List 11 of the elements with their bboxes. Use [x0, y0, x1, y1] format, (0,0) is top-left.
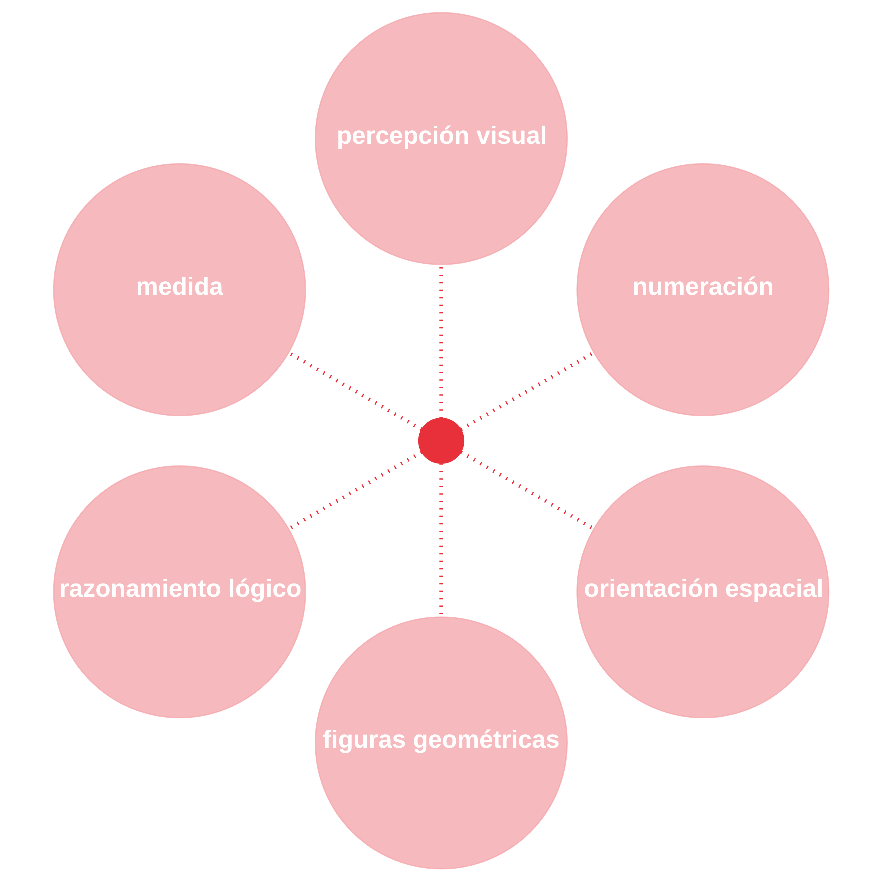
node-circle: figuras geométricas — [314, 616, 568, 870]
connector — [288, 450, 422, 531]
connector — [288, 351, 422, 432]
node-circle: medida — [52, 163, 306, 416]
node-circle — [418, 418, 464, 464]
connector — [460, 351, 594, 432]
node-circle: razonamiento lógico — [52, 466, 306, 719]
node-circle: numeración — [576, 163, 830, 416]
node-circle: percepción visual — [314, 12, 568, 266]
connector — [460, 450, 594, 531]
node-circle: orientación espacial — [576, 466, 830, 719]
